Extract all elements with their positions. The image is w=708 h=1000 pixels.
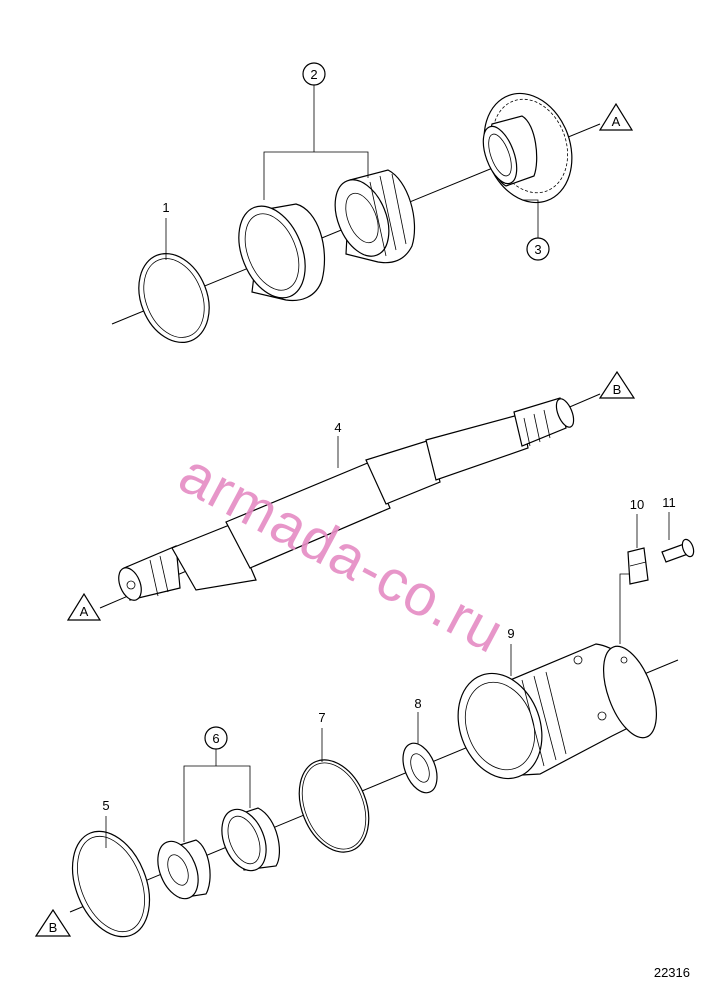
- callout-8: 8: [414, 696, 421, 711]
- part-11-bolt[interactable]: [661, 538, 696, 563]
- part-9-housing[interactable]: [444, 639, 667, 790]
- ref-label-b-bottom: B: [49, 920, 58, 935]
- callout-5: 5: [102, 798, 109, 813]
- ref-label-b-middle: B: [613, 382, 622, 397]
- ref-triangle-a-middle: [66, 592, 102, 621]
- drawing-number: 22316: [653, 965, 690, 980]
- part-1-ring[interactable]: [126, 243, 222, 353]
- part-5-ring[interactable]: [58, 820, 164, 948]
- middle-assembly: 4 B A: [66, 370, 636, 621]
- part-2-bearing-cup[interactable]: [226, 196, 326, 307]
- callout-10: 10: [630, 497, 644, 512]
- callout-1: 1: [162, 200, 169, 215]
- part-6-bearing-cup[interactable]: [213, 803, 280, 877]
- part-10-clip[interactable]: [627, 547, 649, 585]
- part-6-roller-bearing[interactable]: [150, 835, 211, 904]
- part-7-o-ring[interactable]: [286, 750, 381, 863]
- ref-triangle-b-bottom: [34, 908, 72, 937]
- callout-6: 6: [212, 731, 219, 746]
- top-assembly: 1 2 3 A: [111, 62, 634, 353]
- callout-2: 2: [310, 67, 317, 82]
- part-8-seal[interactable]: [396, 738, 443, 797]
- part-3-bevel-gear[interactable]: [469, 81, 586, 215]
- callout-4: 4: [334, 420, 341, 435]
- ref-triangle-a-top: [598, 102, 634, 131]
- ref-triangle-b-middle: [598, 370, 636, 399]
- ref-label-a-top: A: [612, 114, 621, 129]
- callout-3-circle: [526, 237, 550, 261]
- part-4-shaft[interactable]: [114, 396, 577, 603]
- bottom-assembly: 5 6 7 8 9 10 11 B: [34, 495, 696, 948]
- callout-3: 3: [534, 242, 541, 257]
- ref-label-a-middle: A: [80, 604, 89, 619]
- callout-9: 9: [507, 626, 514, 641]
- part-2-roller-bearing[interactable]: [325, 169, 416, 264]
- callout-7: 7: [318, 710, 325, 725]
- callout-11: 11: [662, 495, 676, 510]
